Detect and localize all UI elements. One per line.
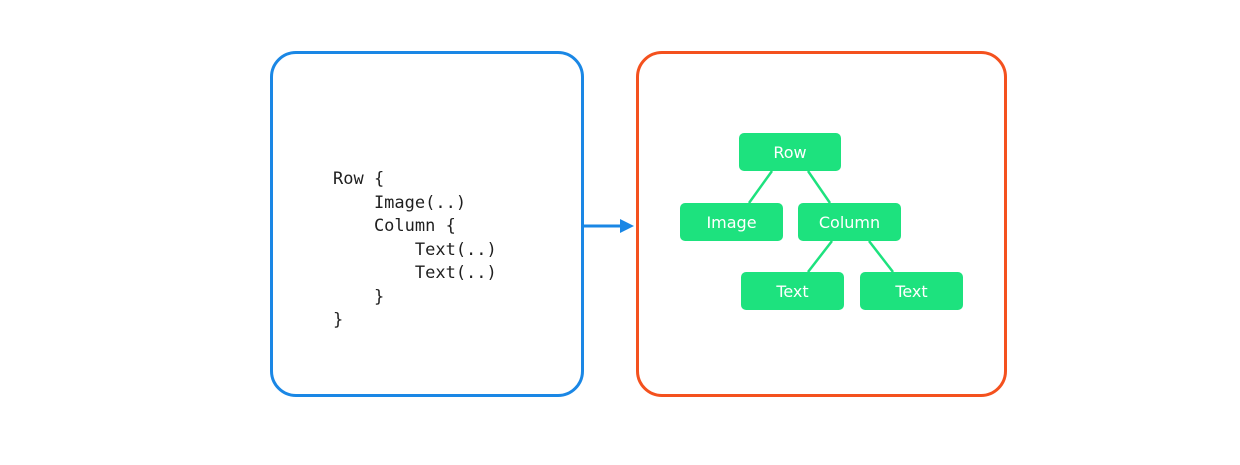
code-line: Row { (333, 169, 385, 189)
edge-column-text-2 (868, 240, 894, 273)
edge-row-column (806, 170, 832, 204)
edge-column-text-1 (807, 240, 833, 273)
tree-node-image: Image (680, 203, 783, 241)
code-line: Image(..) (333, 192, 467, 213)
code-line: Text(..) (333, 239, 497, 260)
code-panel: Row { Image(..) Column { Text(..) Text(.… (270, 51, 584, 397)
code-line: Column { (333, 216, 456, 236)
code-line: } (333, 310, 344, 330)
arrow-head-icon (620, 219, 634, 233)
code-line: Text(..) (333, 263, 497, 283)
code-block: Row { Image(..) Column { Text(..) Text(.… (333, 168, 497, 333)
code-line: } (333, 286, 385, 307)
tree-node-column: Column (798, 203, 901, 241)
tree-node-text-2: Text (860, 272, 963, 310)
tree-node-row: Row (739, 133, 841, 171)
edge-row-image (747, 170, 774, 204)
tree-node-text-1: Text (741, 272, 844, 310)
